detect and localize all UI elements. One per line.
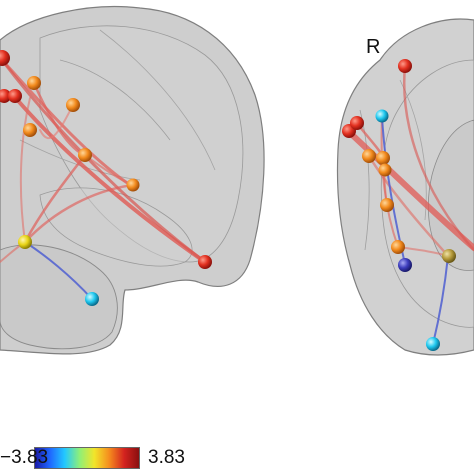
axial-brain-view (336, 18, 474, 356)
sagittal-temporal-lobe (39, 187, 193, 267)
node-orange (78, 148, 92, 162)
node-red (398, 59, 412, 73)
edge (403, 64, 474, 252)
edge (432, 255, 449, 345)
sagittal-brain-view (0, 5, 265, 355)
node-ochre (442, 249, 456, 263)
edge (380, 115, 399, 248)
node-orange (126, 178, 140, 192)
node-cyan (375, 109, 389, 123)
node-orange (391, 240, 405, 254)
axial-ventricle (427, 119, 474, 271)
right-hemisphere-label: R (366, 36, 381, 58)
edge (367, 154, 452, 260)
node-red (0, 89, 11, 103)
edge (345, 128, 474, 251)
sagittal-sulcus-2 (99, 29, 216, 171)
colorbar-min-label: −3.83 (0, 447, 49, 468)
node-red (8, 89, 22, 103)
colorbar-max-label: 3.83 (148, 447, 185, 468)
node-red (0, 50, 10, 66)
sagittal-cerebellum (0, 244, 118, 350)
node-orange (66, 98, 80, 112)
node-cyan (426, 337, 440, 351)
axial-nodes (342, 59, 456, 351)
node-orange (378, 163, 392, 177)
node-orange (376, 151, 390, 165)
edge (19, 97, 31, 243)
node-orange (362, 149, 376, 163)
node-orange (23, 123, 37, 137)
node-red (198, 255, 212, 269)
edge (24, 241, 93, 300)
node-red (350, 116, 364, 130)
node-orange (27, 76, 41, 90)
sagittal-nodes (0, 50, 212, 306)
sagittal-sulcus-1 (59, 59, 171, 141)
edge (12, 94, 207, 264)
colorbar (34, 447, 140, 469)
node-cyan (85, 292, 99, 306)
node-orange (380, 198, 394, 212)
edge (23, 153, 87, 244)
node-blue (398, 258, 412, 272)
edge (23, 183, 135, 244)
node-yellow (18, 235, 32, 249)
edge (39, 104, 74, 139)
